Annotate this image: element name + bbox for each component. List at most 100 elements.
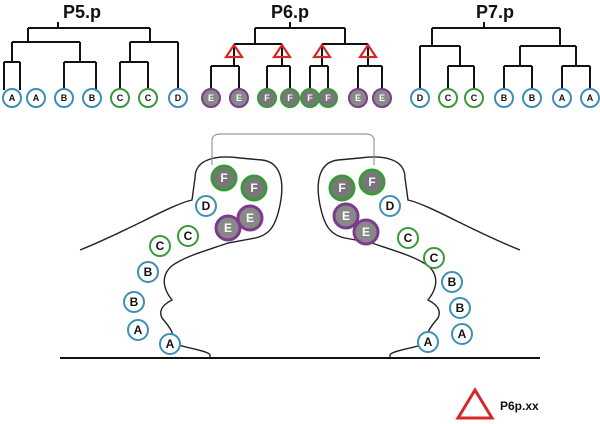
cell-circle: [110, 88, 130, 108]
cell-label: A: [166, 337, 175, 351]
tree-leaf-cell: C: [138, 88, 158, 108]
cell-label: B: [456, 301, 465, 315]
vulva-right-cell: B: [449, 297, 471, 319]
tree-lines-p6p: [210, 22, 383, 90]
cell-circle: [552, 88, 572, 108]
cell-label: E: [355, 93, 361, 103]
cell-circle: [348, 88, 368, 108]
cell-label: C: [156, 239, 165, 253]
vulva-right-cell: E: [352, 218, 380, 246]
tree-leaf-cell: A: [580, 88, 600, 108]
tree-leaf-cell: F: [257, 88, 277, 108]
cell-label: C: [117, 93, 124, 103]
vulva-right-cell: C: [423, 247, 445, 269]
cell-label: A: [424, 335, 433, 349]
cell-circle: [449, 297, 471, 319]
cell-label: A: [9, 93, 16, 103]
p6p-markers: [223, 43, 379, 59]
cell-circle: [214, 214, 242, 242]
cell-label: B: [501, 93, 508, 103]
triangle-marker-icon: [455, 387, 495, 420]
cell-circle: [149, 235, 171, 257]
tree-leaf-cell: F: [300, 88, 320, 108]
tree-leaf-cell: F: [318, 88, 338, 108]
vulva-left-cell: C: [149, 235, 171, 257]
cell-circle: [328, 174, 356, 202]
cell-circle: [229, 88, 249, 108]
cell-label: F: [368, 175, 375, 189]
cell-label: D: [417, 93, 424, 103]
vulva-right-cell: C: [397, 227, 419, 249]
cell-circle: [54, 88, 74, 108]
tree-leaf-cell: E: [229, 88, 249, 108]
cell-label: F: [338, 181, 345, 195]
tree-title-p7p: P7.p: [476, 2, 514, 22]
vulva-left-cell: B: [123, 291, 145, 313]
cell-label: A: [33, 93, 40, 103]
vulva-outline: [60, 133, 540, 359]
vulva-left-cell: E: [236, 204, 264, 232]
vulva-left-cell: F: [240, 174, 268, 202]
tree-leaf-cell: E: [348, 88, 368, 108]
triangle-marker-icon: [311, 43, 333, 59]
cell-label: F: [307, 93, 313, 103]
cell-circle: [168, 88, 188, 108]
tree-leaf-cell: B: [82, 88, 102, 108]
tree-leaf-cell: D: [410, 88, 430, 108]
cell-label: B: [61, 93, 68, 103]
cell-circle: [127, 319, 149, 341]
tree-leaf-cell: B: [494, 88, 514, 108]
vulva-left-cell: C: [177, 225, 199, 247]
vulva-right-cell: F: [358, 168, 386, 196]
cell-circle: [352, 218, 380, 246]
cell-circle: [159, 333, 181, 355]
vulva-left-cell: E: [214, 214, 242, 242]
tree-leaf-cell: C: [110, 88, 130, 108]
cell-circle: [397, 227, 419, 249]
cell-circle: [318, 88, 338, 108]
vulva-left-cell: A: [127, 319, 149, 341]
cell-circle: [451, 323, 473, 345]
tree-leaf-cell: C: [464, 88, 484, 108]
cell-label: B: [448, 275, 457, 289]
cell-circle: [2, 88, 22, 108]
tree-leaf-cell: B: [54, 88, 74, 108]
cell-label: C: [471, 93, 478, 103]
cell-label: A: [559, 93, 566, 103]
cell-label: E: [342, 209, 350, 223]
cell-label: F: [250, 181, 257, 195]
cell-circle: [410, 88, 430, 108]
cell-circle: [438, 88, 458, 108]
tree-leaf-cell: C: [438, 88, 458, 108]
cell-circle: [441, 271, 463, 293]
cell-circle: [177, 225, 199, 247]
cuticle-bridge: [211, 133, 375, 165]
triangle-marker-icon: [223, 43, 245, 59]
cell-circle: [423, 247, 445, 269]
vulva-right-cell: F: [328, 174, 356, 202]
legend: P6p.xx: [455, 387, 539, 420]
cell-label: F: [287, 93, 293, 103]
tree-leaf-cell: F: [280, 88, 300, 108]
cell-label: D: [386, 199, 395, 213]
cell-label: B: [144, 265, 153, 279]
cell-circle: [236, 204, 264, 232]
cell-label: F: [325, 93, 331, 103]
cell-circle: [138, 88, 158, 108]
cell-label: B: [89, 93, 96, 103]
triangle-marker-icon: [357, 43, 379, 59]
cell-label: C: [430, 251, 439, 265]
tree-lines-p7p: [419, 22, 591, 90]
tree-leaf-cell: D: [168, 88, 188, 108]
cell-circle: [580, 88, 600, 108]
cell-circle: [123, 291, 145, 313]
vulva-right-cell: E: [332, 202, 360, 230]
vulva-left-cell: F: [210, 164, 238, 192]
cell-label: E: [224, 221, 232, 235]
vulva-left-cell: D: [195, 195, 217, 217]
vulva-left-cell: A: [159, 333, 181, 355]
cell-circle: [137, 261, 159, 283]
cell-circle: [26, 88, 46, 108]
cell-circle: [379, 195, 401, 217]
